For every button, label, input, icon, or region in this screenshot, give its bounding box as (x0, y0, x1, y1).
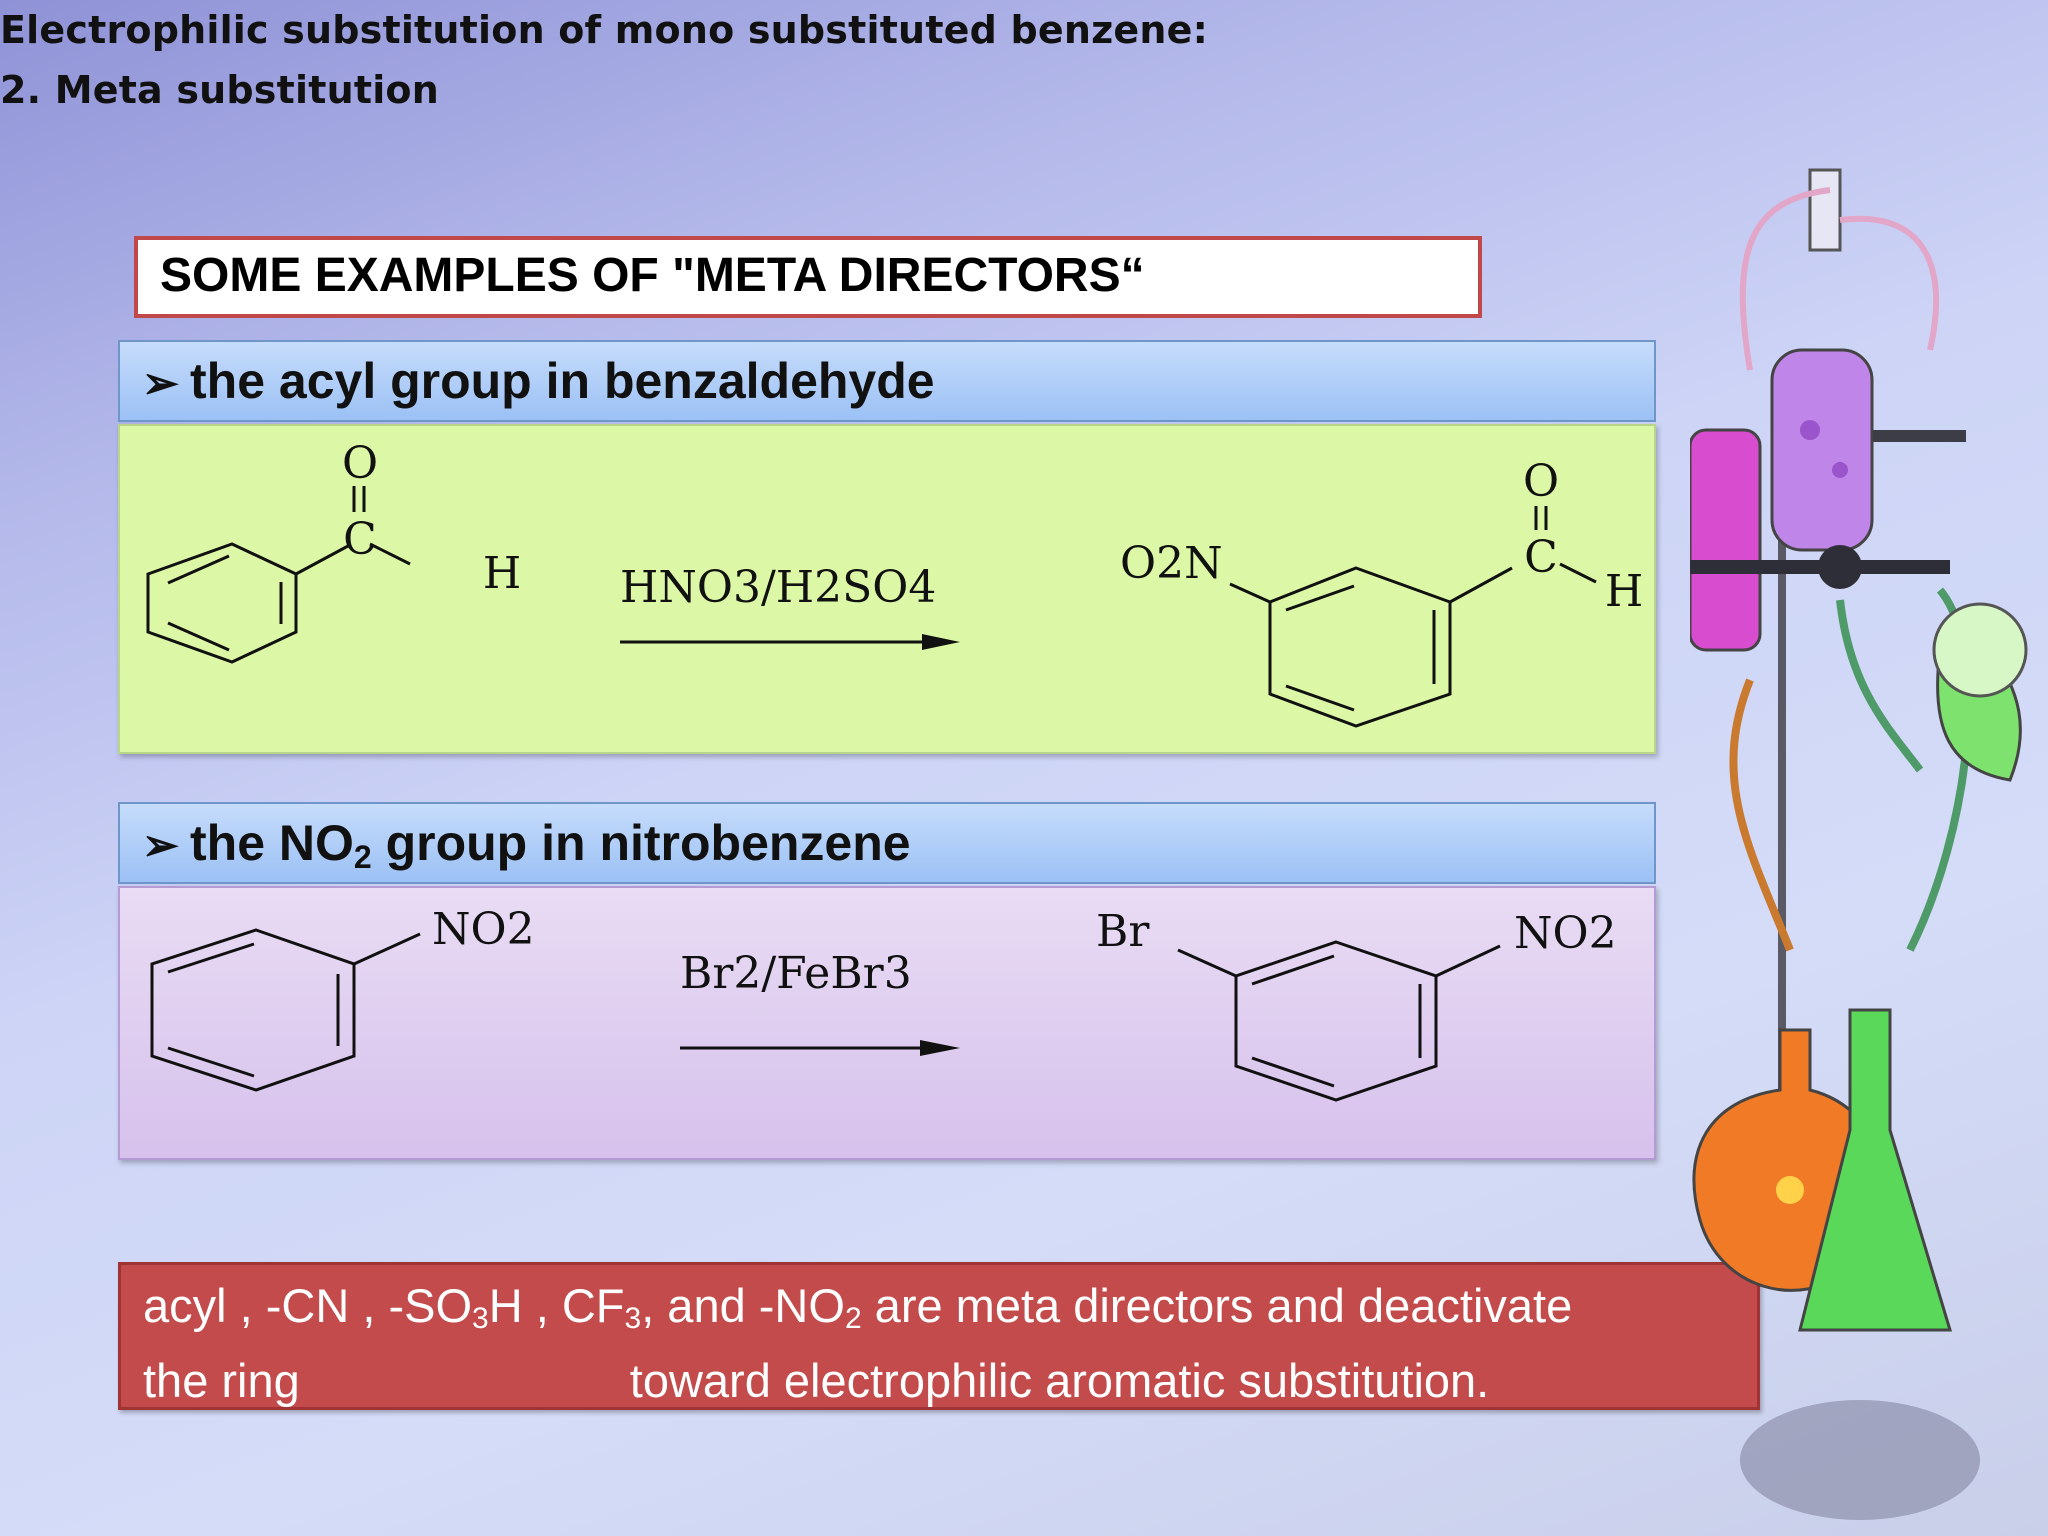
product-atom-c: C (1524, 532, 1558, 583)
section-label-pre: the NO (190, 815, 354, 871)
lab-apparatus-illustration (1690, 168, 2028, 1520)
bullet-arrow-icon: ➢ (142, 359, 179, 408)
benzene-ring-start (146, 542, 298, 664)
reaction-scheme-bromination: NO2 Br2/FeBr3 Br NO2 (150, 904, 1617, 1102)
section-header-benzaldehyde: ➢the acyl group in benzaldehyde (118, 340, 1656, 422)
benzene-ring-start (150, 928, 356, 1092)
benzene-ring-product (1268, 566, 1452, 728)
summary-text: , and -NO (641, 1279, 845, 1332)
reaction-panel-nitrobenzene: NO2 Br2/FeBr3 Br NO2 (118, 886, 1656, 1160)
summary-text: H , CF (488, 1279, 625, 1332)
summary-sub: 3 (472, 1302, 489, 1335)
summary-sub: 2 (844, 1302, 862, 1335)
section-header-nitrobenzene: ➢the NO2 group in nitrobenzene (118, 802, 1656, 884)
section-label-sub: 2 (353, 839, 372, 875)
examples-heading-box: SOME EXAMPLES OF "META DIRECTORS“ (134, 236, 1482, 318)
reaction-scheme-nitration: O C H HNO3/H2SO4 O2N O C H (146, 438, 1643, 728)
group-no2: NO2 (432, 904, 535, 955)
summary-line-2: the ring toward electrophilic aromatic su… (143, 1350, 1757, 1412)
reaction-arrow-head (920, 1040, 960, 1056)
slide-title: Electrophilic substitution of mono subst… (0, 8, 1209, 52)
summary-sub: 3 (624, 1302, 642, 1335)
reagent-nitration: HNO3/H2SO4 (620, 562, 936, 613)
summary-text: the ring (143, 1354, 300, 1407)
summary-text: are meta directors and deactivate (861, 1279, 1573, 1332)
product-o2n: O2N (1120, 538, 1223, 589)
atom-o: O (342, 438, 378, 489)
atom-c: C (343, 514, 377, 565)
product-atom-o: O (1523, 456, 1559, 507)
reaction-arrow-head (922, 634, 960, 650)
examples-heading: SOME EXAMPLES OF "META DIRECTORS“ (160, 249, 1145, 302)
section-label-post: group in nitrobenzene (371, 815, 911, 871)
product-br: Br (1096, 906, 1150, 957)
product-no2: NO2 (1514, 908, 1617, 959)
section-label: the acyl group in benzaldehyde (190, 353, 935, 409)
summary-text: toward electrophilic aromatic substituti… (629, 1354, 1490, 1407)
reagent-bromination: Br2/FeBr3 (680, 948, 912, 999)
summary-text: acyl , -CN , -SO (143, 1279, 473, 1332)
summary-box: acyl , -CN , -SO3H , CF3, and -NO2 are m… (118, 1262, 1760, 1410)
bullet-arrow-icon: ➢ (142, 821, 179, 870)
reaction-panel-benzaldehyde: O C H HNO3/H2SO4 O2N O C H (118, 424, 1656, 754)
benzene-ring-product (1234, 940, 1438, 1102)
slide-subtitle: 2. Meta substitution (0, 68, 439, 112)
product-atom-h: H (1605, 566, 1643, 617)
summary-line-1: acyl , -CN , -SO3H , CF3, and -NO2 are m… (143, 1275, 1757, 1350)
atom-h: H (483, 548, 521, 599)
